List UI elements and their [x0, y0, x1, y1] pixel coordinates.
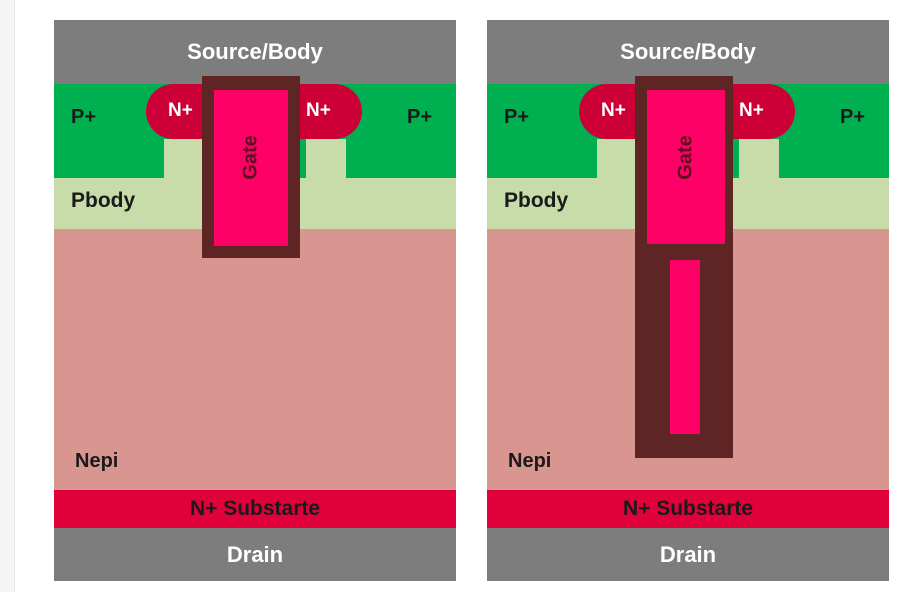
pbody-dip-left: [597, 139, 637, 178]
gate-label: Gate: [674, 135, 697, 180]
shield-electrode: [670, 260, 700, 434]
p-plus-left-label: P+: [71, 106, 97, 128]
n-plus-diffusion-right: [300, 84, 362, 139]
n-plus-diffusion-left: [579, 84, 641, 139]
nepi-region: [54, 229, 456, 490]
n-plus-diffusion-left: [146, 84, 208, 139]
n-plus-right-label: N+: [306, 100, 331, 121]
gate-electrode: [647, 90, 725, 244]
n-plus-right-label: N+: [739, 100, 764, 121]
drain-contact: Drain: [54, 528, 456, 581]
n-plus-diffusion-right: [733, 84, 795, 139]
pbody-dip-left: [164, 139, 204, 178]
source-body-contact: Source/Body: [54, 20, 456, 84]
p-plus-right-label: P+: [407, 106, 433, 128]
nepi-label: Nepi: [75, 450, 119, 472]
n-plus-left-label: N+: [168, 100, 193, 121]
pbody-label: Pbody: [504, 189, 569, 212]
source-body-contact: Source/Body: [487, 20, 889, 84]
pbody-dip-right: [306, 139, 346, 178]
n-plus-left-label: N+: [601, 100, 626, 121]
n-plus-substrate: N+ Substarte: [487, 490, 889, 528]
nepi-label: Nepi: [508, 450, 552, 472]
gate-electrode: [214, 90, 288, 246]
p-plus-left-label: P+: [504, 106, 530, 128]
p-plus-right-label: P+: [840, 106, 866, 128]
page-left-gutter: [0, 0, 15, 592]
drain-contact: Drain: [487, 528, 889, 581]
pbody-label: Pbody: [71, 189, 136, 212]
split-gate-trench-mosfet-diagram: Source/Body N+ Substarte Drain Gate P+ P…: [487, 20, 889, 581]
pbody-dip-right: [739, 139, 779, 178]
trench-mosfet-diagram: Source/Body N+ Substarte Drain Gate P+ P…: [54, 20, 456, 581]
gate-label: Gate: [239, 135, 262, 180]
n-plus-substrate: N+ Substarte: [54, 490, 456, 528]
